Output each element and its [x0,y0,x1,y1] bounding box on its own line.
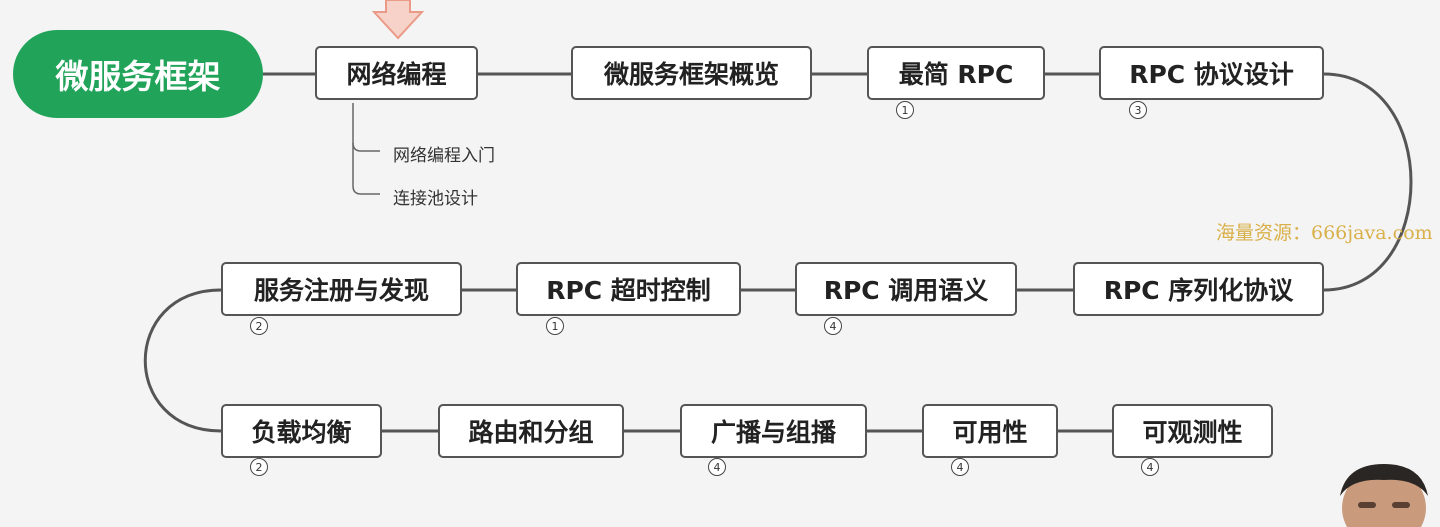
connector-curve-right [1323,72,1413,292]
node-rpc-protocol-design[interactable]: RPC 协议设计 [1099,46,1324,100]
node-load-balancing[interactable]: 负载均衡 [221,404,382,458]
priority-badge: 4 [1141,458,1159,476]
priority-badge: 1 [896,101,914,119]
priority-badge: 2 [250,317,268,335]
priority-badge: 4 [951,458,969,476]
node-framework-overview[interactable]: 微服务框架概览 [571,46,812,100]
node-label: 负载均衡 [251,418,352,447]
node-rpc-call-semantics[interactable]: RPC 调用语义 [795,262,1017,316]
node-label: 路由和分组 [468,418,594,447]
presenter-avatar [1318,462,1440,527]
priority-badge: 4 [824,317,842,335]
priority-badge: 4 [708,458,726,476]
down-arrow-indicator [372,0,424,40]
node-rpc-serialization[interactable]: RPC 序列化协议 [1073,262,1324,316]
node-availability[interactable]: 可用性 [922,404,1058,458]
node-label: 可用性 [952,418,1028,447]
subitem-branch [352,103,380,152]
subitem-branch [352,143,380,195]
node-service-registry[interactable]: 服务注册与发现 [221,262,462,316]
node-network-programming[interactable]: 网络编程 [315,46,478,100]
node-label: RPC 序列化协议 [1103,276,1294,305]
priority-badge: 3 [1129,101,1147,119]
node-label: 广播与组播 [710,418,836,447]
priority-badge: 1 [546,317,564,335]
node-label: RPC 协议设计 [1129,60,1294,89]
node-label: 可观测性 [1142,418,1243,447]
node-label: RPC 调用语义 [823,276,989,305]
node-label: RPC 超时控制 [546,276,711,305]
subitem-network-intro[interactable]: 网络编程入门 [393,146,495,166]
node-label: 最简 RPC [898,60,1014,89]
node-simplest-rpc[interactable]: 最简 RPC [867,46,1045,100]
node-label: 微服务框架概览 [603,60,779,89]
node-label: 服务注册与发现 [253,276,429,305]
node-routing-grouping[interactable]: 路由和分组 [438,404,624,458]
watermark: 海量资源：666java.com [1216,222,1433,244]
root-node-label: 微服务框架 [55,57,221,96]
node-broadcast-multicast[interactable]: 广播与组播 [680,404,867,458]
node-observability[interactable]: 可观测性 [1112,404,1273,458]
node-label: 网络编程 [346,60,447,89]
connector-curve-left [143,288,222,433]
root-node[interactable]: 微服务框架 [13,30,263,118]
node-rpc-timeout[interactable]: RPC 超时控制 [516,262,741,316]
subitem-connection-pool[interactable]: 连接池设计 [393,189,478,209]
priority-badge: 2 [250,458,268,476]
